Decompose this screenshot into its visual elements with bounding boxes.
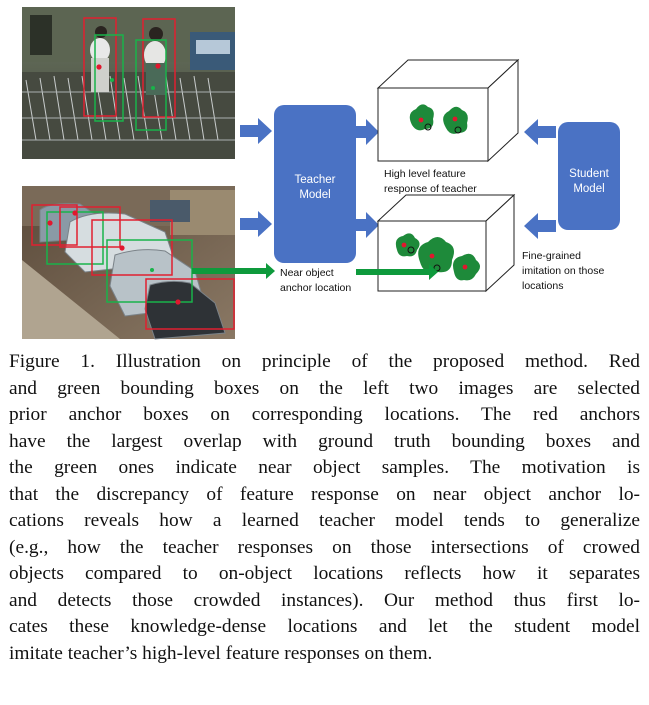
caption-line: the green ones indicate near object samp… <box>9 457 640 478</box>
caption-line: that the discrepancy of feature response… <box>9 483 640 505</box>
figure-caption: Figure 1. Illustration on principle of t… <box>9 349 640 667</box>
fine-grained-label-line1: Fine-grained <box>522 250 581 262</box>
near-object-label-line2: anchor location <box>280 282 351 294</box>
high-level-label-line2: response of teacher <box>384 183 477 195</box>
near-object-label-line1: Near object <box>280 267 334 279</box>
caption-line: prior anchor boxes on corresponding loca… <box>9 404 640 425</box>
high-level-label-line1: High level feature <box>384 168 466 180</box>
caption-line: and detects those crowded instances). Ou… <box>9 589 640 611</box>
caption-line: objects compared to on-object locations … <box>9 563 640 584</box>
method-illustration-figure: Teacher Model High level feature respons… <box>22 7 620 340</box>
student-label-line1: Student <box>569 168 609 180</box>
student-label-line2: Model <box>573 183 604 195</box>
student-model-box: Student Model <box>558 122 620 230</box>
teacher-feature-map-top <box>376 58 520 163</box>
bottom-response-blobs <box>395 233 480 281</box>
fine-grained-label-line2: imitation on those <box>522 265 604 277</box>
teacher-to-feature-arrows <box>356 119 379 238</box>
caption-line: imitate teacher’s high-level feature res… <box>9 642 433 664</box>
input-arrows-to-teacher <box>240 118 272 237</box>
student-imitation-arrows <box>524 119 556 239</box>
fine-grained-label-line3: locations <box>522 280 563 292</box>
top-response-blobs <box>409 104 468 134</box>
teacher-model-box: Teacher Model <box>274 105 356 263</box>
caption-line: (e.g., how the teacher responses on thos… <box>9 536 640 558</box>
pedestrian-photo <box>22 7 235 159</box>
caption-line: cates these knowledge-dense locations an… <box>9 616 640 637</box>
cars-photo <box>22 186 235 340</box>
teacher-label-line1: Teacher <box>295 174 336 186</box>
near-object-green-arrows <box>192 263 438 280</box>
teacher-label-line2: Model <box>299 189 330 201</box>
caption-line: cations reveals how a learned teacher mo… <box>9 510 640 531</box>
caption-line: Figure 1. Illustration on principle of t… <box>9 351 640 372</box>
caption-line: have the largest overlap with ground tru… <box>9 430 640 452</box>
caption-line: and green bounding boxes on the left two… <box>9 377 640 399</box>
